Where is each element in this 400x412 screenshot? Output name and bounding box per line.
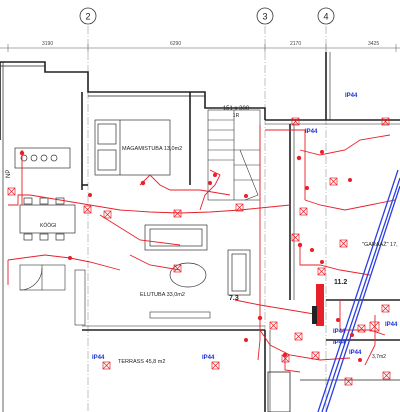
switch-dots [19,150,362,362]
fixture-7 [291,233,300,242]
fixture-10 [381,117,390,126]
fixture-18 [344,377,353,386]
fixture-14 [102,361,111,370]
staircase [207,109,261,201]
fixture-4 [235,203,244,212]
dimension-1: 3190 [42,41,53,47]
fixture-13 [369,321,380,332]
ip44-badge: IP44 [349,350,362,356]
fixture-20 [7,187,16,196]
fixture-2 [103,210,112,219]
window-tag-size: 151 x 300 [223,106,250,112]
fixture-21 [381,304,390,313]
dimension-2: 6290 [170,41,181,47]
fixture-24 [269,321,278,330]
np-label: NP [6,170,12,178]
fixture-9 [329,177,338,186]
ip44-badge: IP44 [345,93,358,99]
terrace-doors [19,264,211,326]
window-tag-code: 1R [233,113,240,119]
circuit-mark-7-3: 7.3 [229,295,239,302]
blue-lines [317,169,400,412]
dimension-4: 3425 [368,41,379,47]
walls [0,52,400,412]
ip44-badge: IP44 [333,340,346,346]
ip44-badge: IP44 [385,322,398,328]
distribution-board [316,284,324,326]
room-label-elutuba: ELUTUBA 33,0m2 [140,292,185,298]
fixture-6 [299,207,308,216]
ip44-badge: IP44 [305,129,318,135]
ip44-badge: IP44 [333,329,346,335]
bed [94,119,171,176]
fixture-1 [83,205,92,214]
circuit-mark-11-2: 11.2 [334,279,347,286]
ip44-badge: IP44 [92,355,105,361]
fixture-5 [173,264,182,273]
fixture-17 [311,351,320,360]
room-label-koogi: KÖÖGI [40,222,56,229]
axis-label-3: 3 [262,12,267,22]
fixture-22 [294,332,303,341]
axis-label-2: 2 [85,12,90,22]
kitchen-counter [14,147,76,241]
dimension-3: 2170 [290,41,301,47]
fixture-3 [173,209,182,218]
fixture-23 [317,267,326,276]
meter-box [312,306,317,324]
axis-bubbles: 2 3 4 [79,7,335,25]
sofa [144,224,251,296]
fixture-19 [382,371,391,380]
fixture-8 [339,239,348,248]
room-label-small: 3,7m2 [372,354,386,360]
ip-badges: IP44 IP44 IP44 IP44 IP44 IP44 IP44 IP44 [92,93,398,361]
grid-lines [87,26,327,412]
room-label-garaaz: "GARAAŽ" 17, [362,240,398,248]
room-label-terrass: TERRASS 45,8 m2 [118,359,165,365]
dimension-chain [0,44,400,52]
fixture-15 [211,361,220,370]
fixtures [7,117,391,386]
axis-label-4: 4 [323,12,328,22]
fixture-12 [357,324,366,333]
ip44-badge: IP44 [202,355,215,361]
fixture-11 [291,117,300,126]
room-label-magamistuba: MAGAMISTUBA 13,0m2 [122,146,182,152]
